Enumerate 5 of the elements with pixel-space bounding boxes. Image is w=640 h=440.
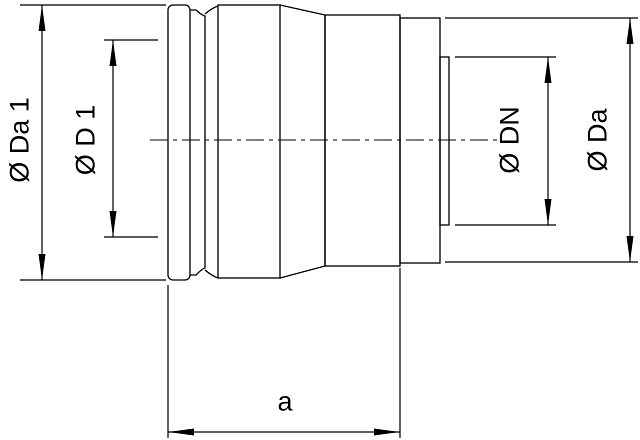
dimension-label: Ø D 1 — [72, 104, 100, 176]
dimension-label: Ø Da — [584, 108, 612, 172]
dimension-label: Ø Da 1 — [6, 97, 34, 183]
dimension-label: a — [277, 388, 293, 416]
dimension-label: Ø DN — [496, 106, 524, 174]
